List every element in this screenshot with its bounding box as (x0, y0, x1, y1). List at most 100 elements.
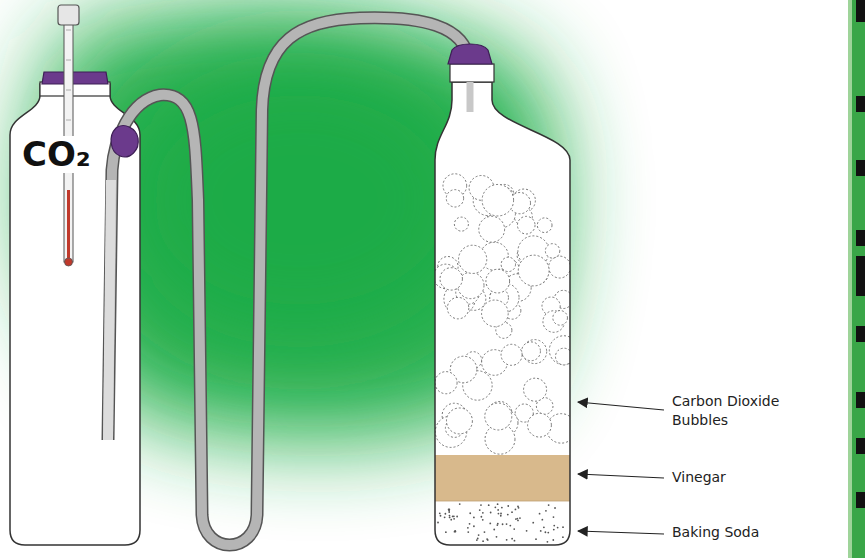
soda-grain (445, 531, 447, 533)
gas-tube (108, 18, 469, 545)
soda-grain (519, 517, 521, 519)
soda-grain (480, 516, 482, 518)
soda-grain (456, 516, 458, 518)
soda-grain (501, 507, 503, 509)
bubble (447, 297, 468, 318)
soda-grain (454, 531, 456, 533)
soda-grain (516, 518, 518, 520)
soda-grain (511, 538, 513, 540)
bubble (501, 344, 522, 365)
soda-grain (497, 523, 499, 525)
soda-grain (547, 532, 549, 534)
soda-grain (513, 528, 515, 530)
soda-grain (552, 539, 554, 541)
co2-bubbles (434, 174, 579, 454)
bubble (524, 378, 547, 401)
bubble (518, 255, 549, 286)
soda-grain (439, 512, 441, 514)
soda-grain (532, 522, 534, 524)
soda-grain (554, 507, 556, 509)
soda-grain (517, 519, 519, 521)
soda-grain (506, 523, 508, 525)
soda-grain (535, 538, 537, 540)
soda-grain (479, 509, 481, 511)
soda-grain (514, 540, 516, 542)
soda-grain (507, 514, 509, 516)
bubble (545, 244, 559, 258)
bottle-label: CO₂ (20, 136, 93, 173)
soda-grain (437, 522, 439, 524)
soda-grain (448, 508, 450, 510)
reaction-bottle (430, 64, 578, 551)
bubble (482, 184, 514, 216)
soda-grain (454, 530, 456, 532)
soda-grain (444, 516, 446, 518)
soda-grain (453, 518, 455, 520)
bubble (459, 245, 487, 273)
soda-grain (482, 512, 484, 514)
vinegar-layer (430, 455, 575, 501)
bubble (553, 311, 568, 326)
soda-grain (455, 531, 457, 533)
bubble (482, 300, 509, 327)
part-label: Vinegar (670, 468, 728, 487)
soda-grain (506, 539, 508, 541)
soda-grain (467, 531, 469, 533)
bubble (446, 408, 472, 434)
soda-grain (467, 527, 469, 529)
soda-grain (494, 506, 496, 508)
soda-grain (507, 505, 509, 507)
soda-grain (517, 505, 519, 507)
soda-grain (450, 519, 452, 521)
bubble (517, 216, 535, 234)
bubble (486, 269, 510, 293)
soda-grain (562, 526, 564, 528)
soda-grain (544, 531, 546, 533)
soda-grain (449, 517, 451, 519)
part-label: Baking Soda (670, 523, 761, 542)
soda-grain (440, 515, 442, 517)
soda-grain (557, 527, 559, 529)
soda-grain (502, 523, 504, 525)
soda-grain (489, 522, 491, 524)
soda-grain (543, 526, 545, 528)
soda-grain (511, 511, 513, 513)
soda-grain (553, 529, 555, 531)
soda-grain (493, 529, 495, 531)
soda-grain (459, 503, 461, 505)
soda-grain (490, 512, 492, 514)
soda-grain (539, 513, 541, 515)
soda-grain (444, 513, 446, 515)
soda-grain (476, 539, 478, 541)
soda-grain (553, 516, 555, 518)
soda-grain (480, 504, 482, 506)
soda-grain (540, 530, 542, 532)
bubble (549, 336, 578, 365)
soda-grain (497, 503, 499, 505)
soda-grain (548, 504, 550, 506)
soda-grain (541, 519, 543, 521)
soda-grain (500, 513, 502, 515)
soda-grain (452, 516, 454, 518)
gas-bottle: CO₂ (12, 118, 138, 538)
bubble (454, 217, 468, 231)
bubble (522, 342, 541, 361)
soda-grain (545, 510, 547, 512)
baking-soda-dots (437, 503, 564, 542)
soda-grain (448, 509, 450, 511)
stoppers (111, 44, 492, 157)
soda-grain (553, 525, 555, 527)
soda-grain (469, 512, 471, 514)
soda-grain (500, 515, 502, 517)
bubble (479, 216, 505, 242)
leader-arrows (578, 402, 664, 534)
baking-soda-layer (430, 501, 575, 551)
bubble (485, 403, 512, 430)
soda-grain (449, 515, 451, 517)
soda-grain (497, 509, 499, 511)
soda-grain (448, 509, 450, 511)
soda-grain (484, 531, 486, 533)
soda-grain (515, 509, 517, 511)
